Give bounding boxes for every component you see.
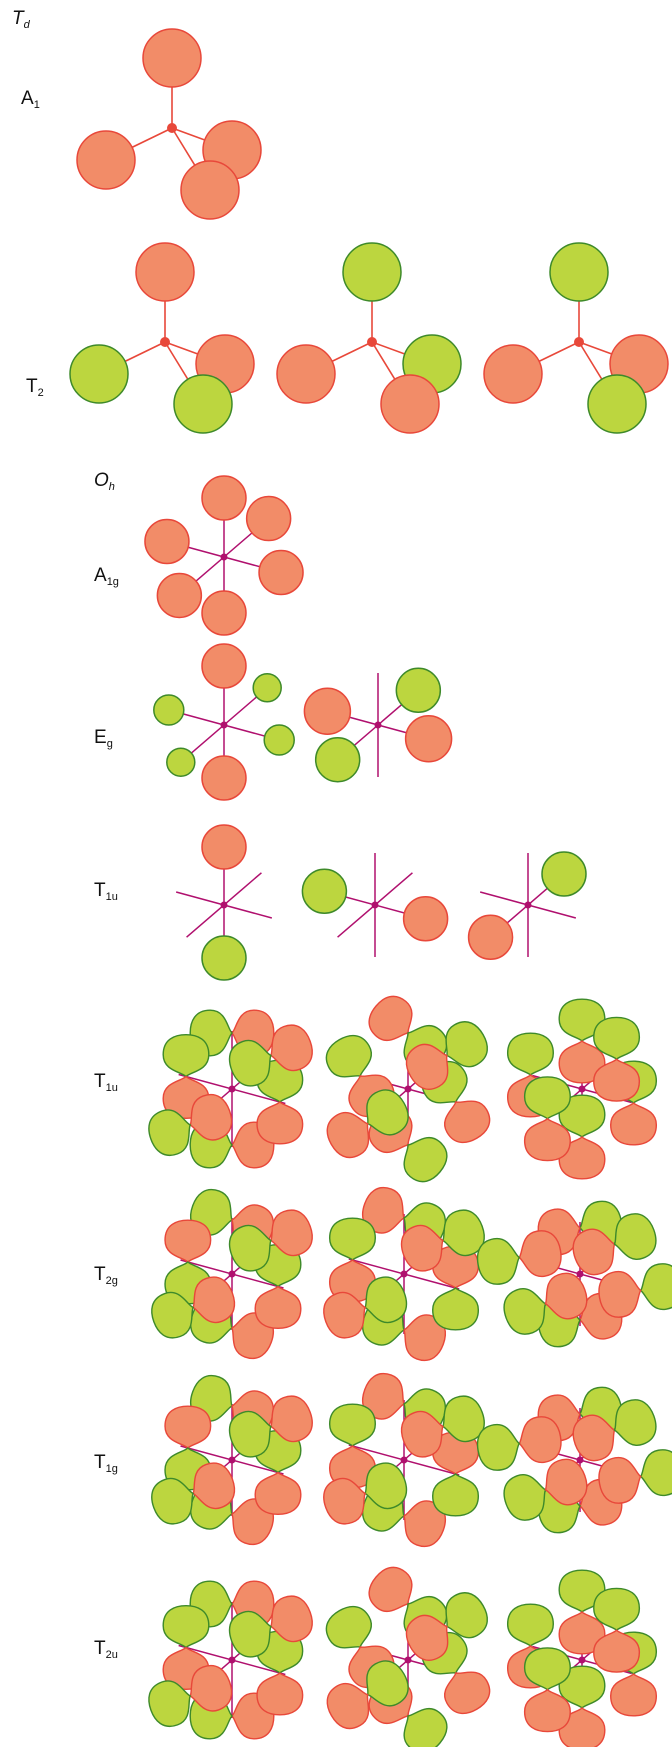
central-atom bbox=[221, 902, 228, 909]
central-atom bbox=[375, 722, 382, 729]
negative-lobe bbox=[316, 738, 360, 782]
negative-p-lobe bbox=[330, 1218, 376, 1260]
negative-lobe bbox=[202, 936, 246, 980]
positive-p-lobe bbox=[255, 1473, 301, 1515]
positive-lobe bbox=[181, 161, 239, 219]
positive-p-lobe bbox=[257, 1673, 303, 1715]
positive-lobe bbox=[247, 497, 291, 541]
positive-lobe bbox=[404, 897, 448, 941]
negative-p-lobe bbox=[508, 1604, 554, 1646]
negative-lobe bbox=[396, 668, 440, 712]
negative-lobe bbox=[174, 375, 232, 433]
positive-lobe bbox=[202, 591, 246, 635]
positive-lobe bbox=[484, 345, 542, 403]
central-atom bbox=[405, 1086, 412, 1093]
negative-lobe bbox=[167, 748, 195, 776]
positive-lobe bbox=[202, 756, 246, 800]
positive-p-lobe bbox=[165, 1220, 211, 1262]
negative-lobe bbox=[302, 869, 346, 913]
central-atom bbox=[579, 1657, 586, 1664]
central-atom bbox=[221, 554, 228, 561]
central-atom bbox=[160, 337, 170, 347]
negative-p-lobe bbox=[637, 1261, 672, 1313]
central-atom bbox=[401, 1457, 408, 1464]
positive-lobe bbox=[77, 131, 135, 189]
positive-lobe bbox=[145, 520, 189, 564]
central-atom bbox=[577, 1271, 584, 1278]
negative-lobe bbox=[264, 725, 294, 755]
positive-p-lobe bbox=[611, 1674, 657, 1716]
negative-lobe bbox=[154, 695, 184, 725]
positive-lobe bbox=[469, 915, 513, 959]
negative-lobe bbox=[70, 345, 128, 403]
positive-lobe bbox=[381, 375, 439, 433]
negative-lobe bbox=[550, 243, 608, 301]
positive-p-lobe bbox=[165, 1406, 211, 1448]
positive-lobe bbox=[259, 551, 303, 595]
positive-p-lobe bbox=[255, 1287, 301, 1329]
central-atom bbox=[229, 1457, 236, 1464]
positive-lobe bbox=[202, 825, 246, 869]
positive-p-lobe bbox=[611, 1103, 657, 1145]
negative-p-lobe bbox=[163, 1035, 209, 1077]
positive-lobe bbox=[277, 345, 335, 403]
central-atom bbox=[574, 337, 584, 347]
positive-p-lobe bbox=[257, 1102, 303, 1144]
negative-lobe bbox=[253, 674, 281, 702]
central-atom bbox=[229, 1086, 236, 1093]
negative-p-lobe bbox=[508, 1033, 554, 1075]
negative-p-lobe bbox=[637, 1447, 672, 1499]
negative-p-lobe bbox=[163, 1606, 209, 1648]
positive-lobe bbox=[304, 688, 350, 734]
central-atom bbox=[229, 1271, 236, 1278]
positive-lobe bbox=[143, 29, 201, 87]
positive-lobe bbox=[202, 476, 246, 520]
negative-p-lobe bbox=[330, 1404, 376, 1446]
central-atom bbox=[579, 1086, 586, 1093]
central-atom bbox=[525, 902, 532, 909]
positive-lobe bbox=[406, 716, 452, 762]
positive-lobe bbox=[202, 644, 246, 688]
central-atom bbox=[167, 123, 177, 133]
central-atom bbox=[401, 1271, 408, 1278]
central-atom bbox=[367, 337, 377, 347]
central-atom bbox=[405, 1657, 412, 1664]
central-atom bbox=[577, 1457, 584, 1464]
central-atom bbox=[372, 902, 379, 909]
positive-lobe bbox=[136, 243, 194, 301]
negative-lobe bbox=[542, 852, 586, 896]
central-atom bbox=[221, 722, 228, 729]
negative-lobe bbox=[343, 243, 401, 301]
central-atom bbox=[229, 1657, 236, 1664]
positive-lobe bbox=[157, 573, 201, 617]
negative-p-lobe bbox=[433, 1474, 479, 1516]
negative-p-lobe bbox=[433, 1288, 479, 1330]
negative-lobe bbox=[588, 375, 646, 433]
